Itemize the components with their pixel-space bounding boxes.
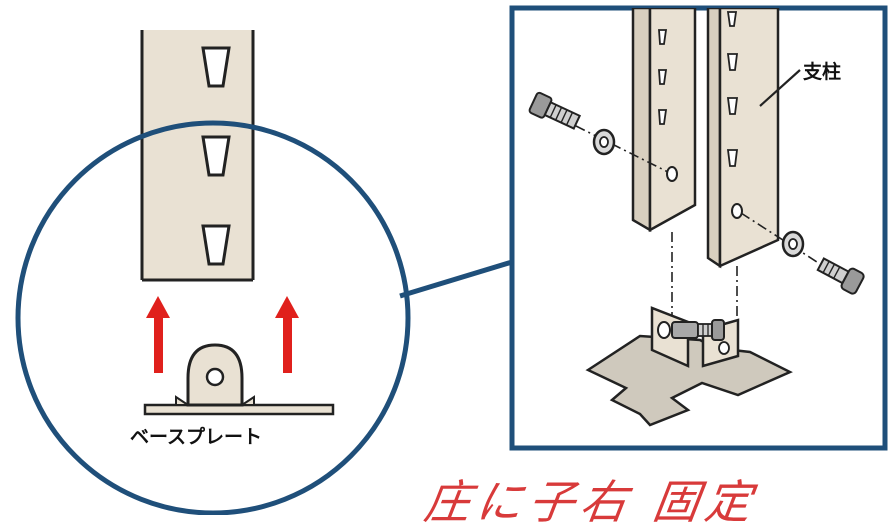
up-arrow-icon: [146, 296, 170, 373]
upright-left: [631, 8, 697, 233]
handwritten-note: 庄に子右 固定: [420, 475, 761, 529]
post-leader-line: [759, 69, 801, 107]
washer-icon: [781, 230, 805, 258]
bolt-icon: [528, 91, 582, 130]
bolt-icon: [816, 257, 865, 295]
post-top-segment: [140, 30, 255, 282]
detail-circle: [15, 120, 411, 516]
post-label: 支柱: [803, 61, 842, 83]
up-arrow-icon: [275, 296, 299, 373]
washer-icon: [592, 128, 616, 156]
connector-line: [399, 259, 513, 299]
base-plate-drawing: [143, 343, 335, 416]
base-plate-iso: [585, 306, 793, 427]
post-slot: [201, 224, 231, 266]
upright-right: [706, 8, 780, 269]
post-slot: [201, 46, 231, 88]
base-plate-label: ベースプレート: [130, 426, 263, 448]
assembly-diagram: ベースプレート 支柱 庄に子右 固定: [15, 5, 888, 529]
post-slot: [201, 135, 231, 177]
